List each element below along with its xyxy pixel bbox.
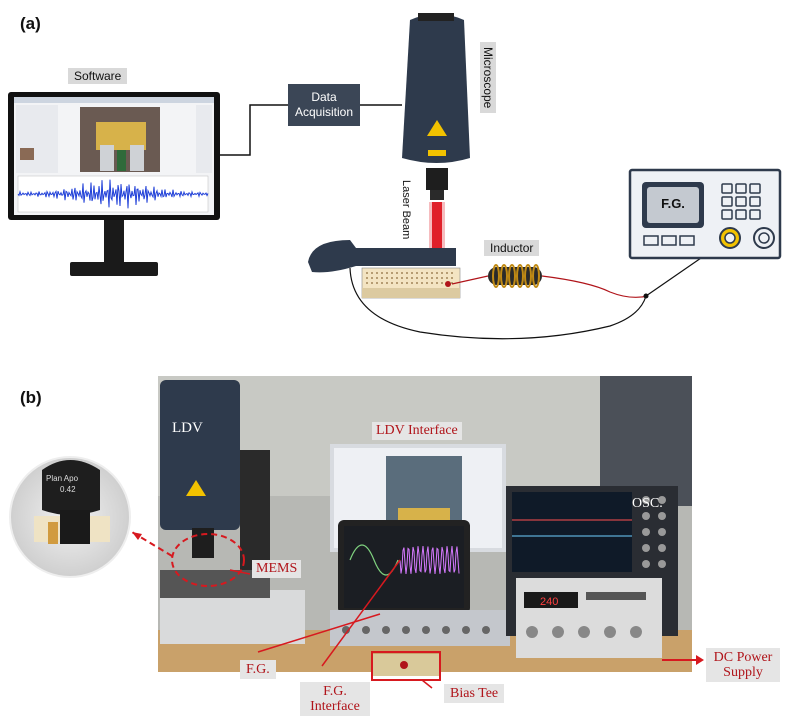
panel-a-schematic — [8, 13, 782, 340]
software-monitor — [8, 92, 220, 276]
fg-interface-label: F.G. Interface — [300, 682, 370, 716]
osc-label: OSC. — [632, 496, 663, 511]
mems-label: MEMS — [252, 560, 302, 578]
panel-b-letter: (b) — [20, 388, 42, 407]
function-generator-drawing — [628, 168, 782, 260]
inductor-drawing — [488, 264, 542, 288]
fg-device-label: F.G. — [661, 196, 685, 211]
lens-text-1: Plan Apo — [46, 474, 79, 483]
ldv-interface-label: LDV Interface — [372, 422, 462, 440]
bias-tee-label: Bias Tee — [444, 684, 505, 703]
svg-text:240: 240 — [540, 596, 558, 608]
panel-b-photo: 240 — [9, 376, 692, 676]
ldv-label: LDV — [172, 420, 203, 436]
panel-a-letter: (a) — [20, 14, 41, 33]
microscope-drawing — [402, 13, 470, 250]
fg-label: F.G. — [240, 660, 276, 679]
mems-holder-drawing — [308, 240, 461, 299]
inductor-label: Inductor — [484, 240, 540, 256]
software-label: Software — [68, 68, 128, 84]
data-acquisition-box: Data Acquisition — [288, 84, 360, 126]
dc-power-supply-label: DC Power Supply — [706, 648, 780, 682]
lens-text-2: 0.42 — [60, 485, 76, 494]
